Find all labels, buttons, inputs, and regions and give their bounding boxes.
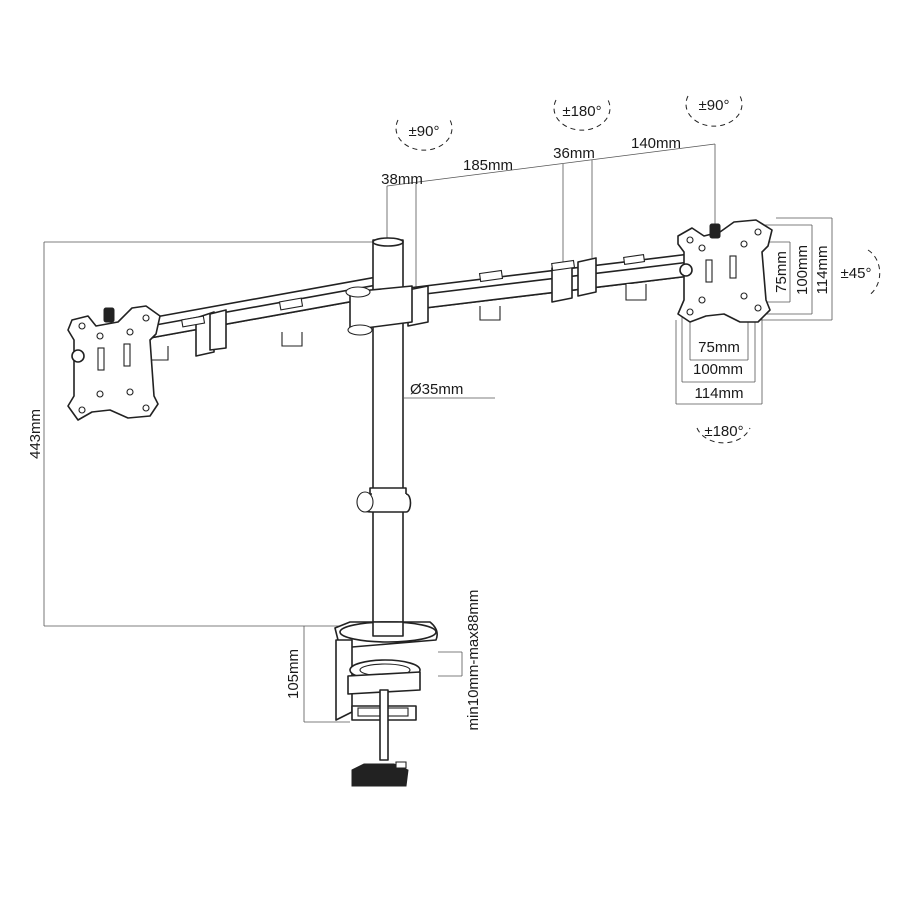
label-seg-140: 140mm xyxy=(631,135,681,152)
label-vesa-v-75: 75mm xyxy=(773,251,790,293)
label-vesa-h-114: 114mm xyxy=(695,385,744,402)
left-vesa-plate xyxy=(67,305,161,421)
clamp-handle-icon xyxy=(351,763,409,787)
label-height-443: 443mm xyxy=(27,409,44,459)
left-arm xyxy=(149,275,383,361)
rotation-arc-vesa-tilt xyxy=(867,249,881,297)
dimension-lines xyxy=(43,143,833,723)
rotation-arcs xyxy=(395,95,881,444)
rotation-arc-left-arm xyxy=(395,119,453,151)
label-vesa-h-75: 75mm xyxy=(698,339,740,356)
label-clamp-105: 105mm xyxy=(285,649,302,699)
label-seg-185: 185mm xyxy=(463,157,513,174)
right-vesa-plate xyxy=(677,219,773,323)
label-rot-vesa-spin: ±180° xyxy=(704,423,743,440)
label-rot-vesa-tilt: ±45° xyxy=(841,265,872,282)
rotation-arc-vesa-spin xyxy=(696,427,751,444)
label-seg-36: 36mm xyxy=(553,145,595,162)
label-vesa-v-100: 100mm xyxy=(794,245,811,295)
cable-clip xyxy=(356,487,412,513)
rotation-arc-right-arm xyxy=(685,95,743,127)
labels: ±90° ±180° ±90° 38mm 185mm 36mm 140mm Ø3… xyxy=(27,97,871,730)
label-vesa-h-100: 100mm xyxy=(693,361,743,378)
label-seg-38: 38mm xyxy=(381,171,423,188)
label-rot-mid-arm: ±180° xyxy=(562,103,601,120)
rotation-arc-mid-arm xyxy=(553,99,611,131)
label-clamp-range: min10mm-max88mm xyxy=(465,590,482,731)
label-rot-right-arm: ±90° xyxy=(699,97,730,114)
right-arm xyxy=(391,253,691,327)
label-vesa-v-114: 114mm xyxy=(814,246,831,295)
label-pole-diameter: Ø35mm xyxy=(410,381,463,398)
right-knob-icon xyxy=(709,223,721,239)
pole xyxy=(345,237,413,641)
label-rot-left-arm: ±90° xyxy=(409,123,440,140)
left-knob-icon xyxy=(103,307,115,323)
desk-clamp xyxy=(334,621,438,787)
